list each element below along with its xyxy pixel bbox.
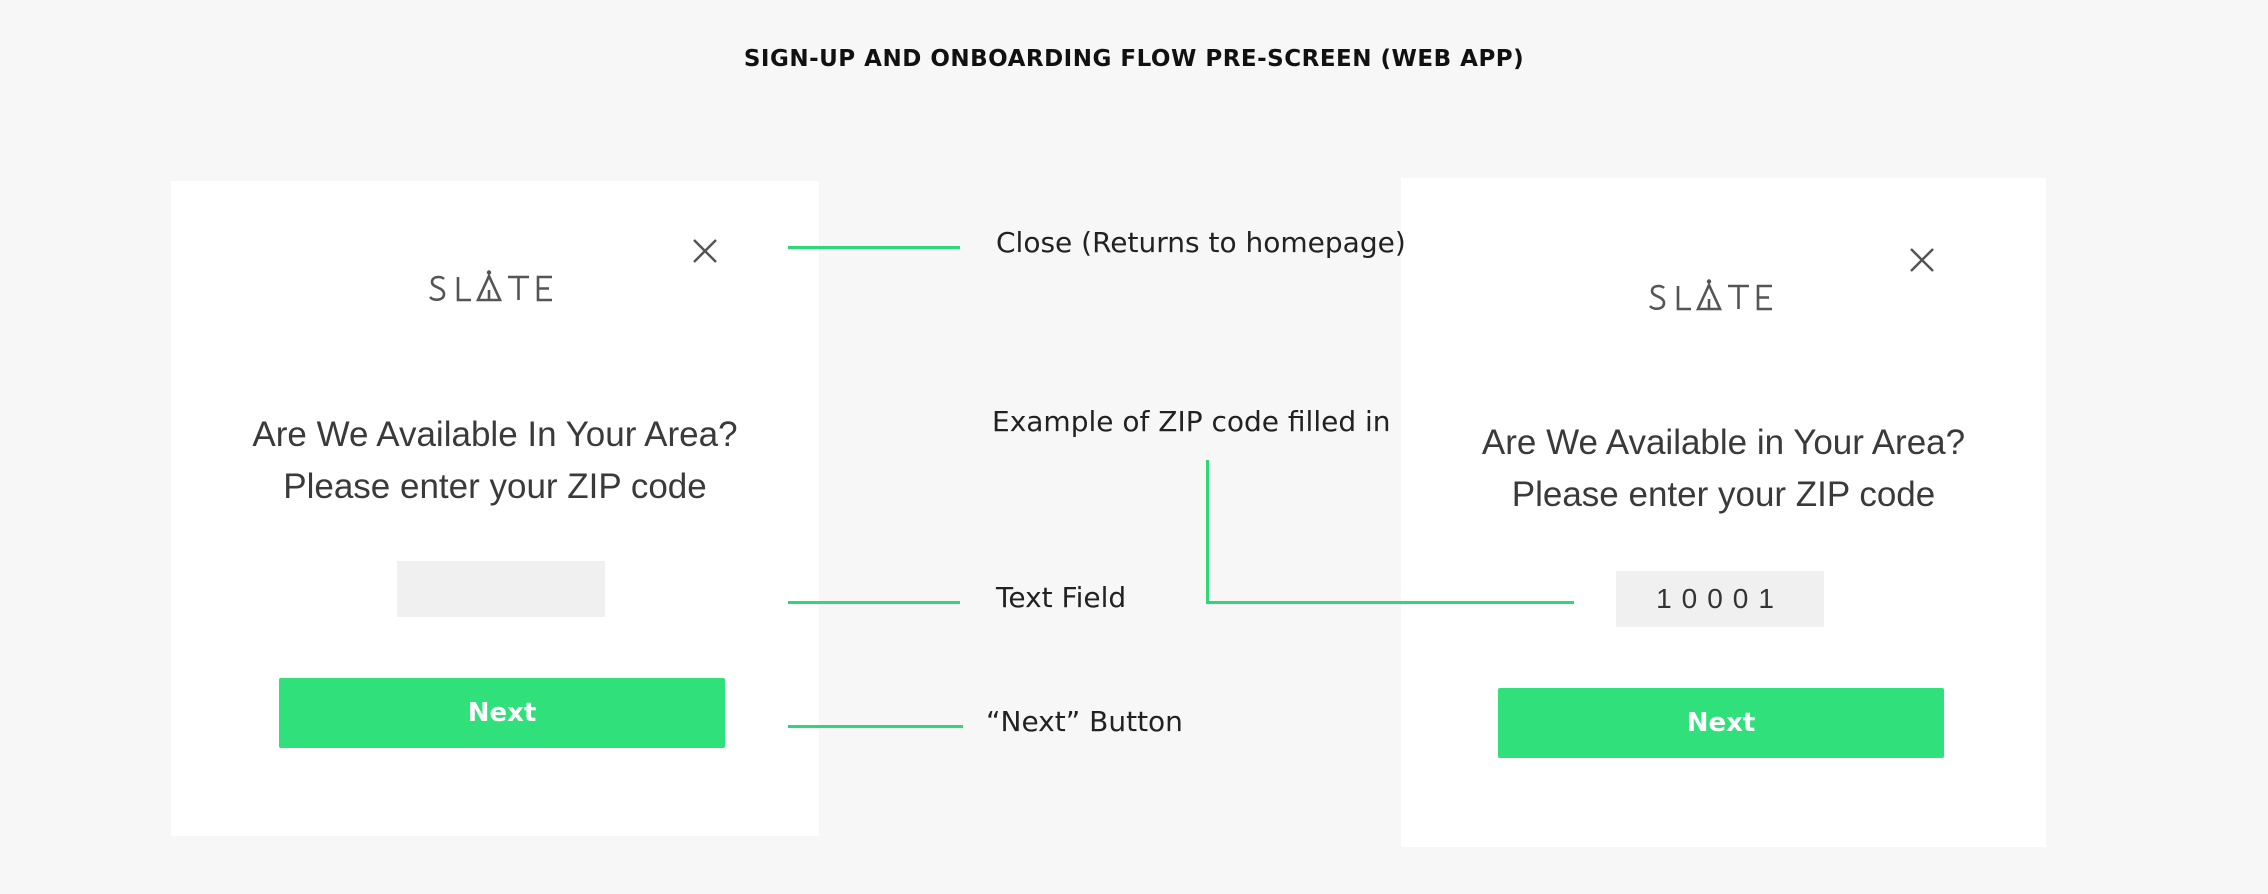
- text-field-annotation-line: [788, 601, 960, 604]
- next-button-annotation: “Next” Button: [986, 705, 1183, 738]
- zip-example-connector-vertical: [1206, 460, 1209, 604]
- slate-logo: [1648, 278, 1792, 322]
- signup-screen-filled: Are We Available in Your Area? Please en…: [1401, 178, 2046, 847]
- close-button[interactable]: [692, 238, 718, 264]
- next-button[interactable]: Next: [279, 678, 725, 748]
- close-icon: [1910, 248, 1934, 272]
- signup-screen-empty: Are We Available In Your Area? Please en…: [171, 181, 819, 836]
- heading-line-2: Please enter your ZIP code: [283, 467, 707, 506]
- zip-example-connector-horizontal: [1206, 601, 1574, 604]
- next-button-annotation-line: [788, 725, 963, 728]
- zip-input[interactable]: [1616, 571, 1824, 627]
- availability-heading: Are We Available In Your Area? Please en…: [171, 409, 819, 513]
- slate-logo: [428, 269, 572, 313]
- next-button[interactable]: Next: [1498, 688, 1944, 758]
- zip-input[interactable]: [397, 561, 605, 617]
- heading-line-1: Are We Available in Your Area?: [1481, 423, 1966, 462]
- heading-line-1: Are We Available In Your Area?: [252, 415, 738, 454]
- close-icon: [693, 239, 717, 263]
- close-annotation-line: [788, 246, 960, 249]
- text-field-annotation: Text Field: [996, 581, 1127, 614]
- heading-line-2: Please enter your ZIP code: [1511, 475, 1936, 514]
- zip-example-annotation: Example of ZIP code filled in: [992, 405, 1391, 438]
- close-button[interactable]: [1909, 247, 1935, 273]
- availability-heading: Are We Available in Your Area? Please en…: [1401, 417, 2046, 521]
- page-title: SIGN-UP AND ONBOARDING FLOW PRE-SCREEN (…: [743, 46, 1525, 72]
- close-annotation: Close (Returns to homepage): [996, 226, 1406, 259]
